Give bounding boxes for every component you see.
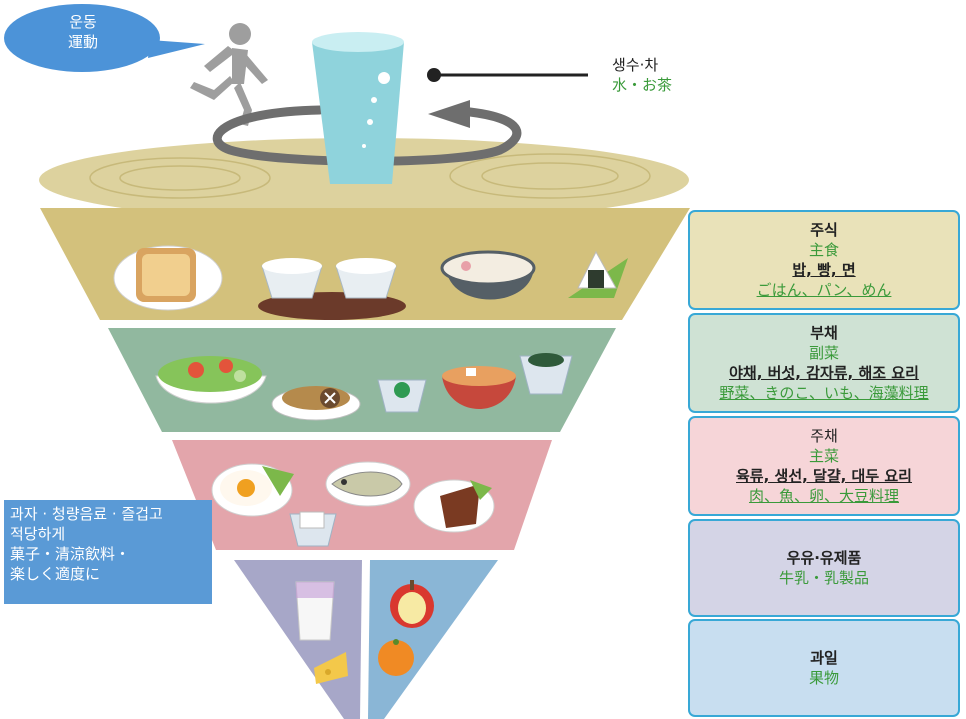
meat-dish-icon (413, 479, 495, 533)
grilled-fish-icon (325, 461, 411, 507)
seaweed-dish-icon (519, 353, 573, 395)
miso-soup-icon (442, 366, 516, 409)
category-box-staple: 주식 主食 밥, 빵, 면 ごはん、パン、めん (688, 210, 960, 310)
snacks-note: 과자 · 청량음료 · 즐겁고 적당하게 菓子・清涼飲料・ 楽しく適度に (4, 500, 212, 604)
rotation-arrowhead (428, 100, 470, 128)
category-examples-ja: ごはん、パン、めん (756, 281, 892, 299)
running-person-icon (190, 23, 268, 126)
category-box-side-dishes: 부채 副菜 야채, 버섯, 감자류, 해조 요리 野菜、きのこ、いも、海藻料理 (688, 313, 960, 413)
category-examples-ko: 밥, 빵, 면 (792, 261, 856, 279)
category-box-fruit: 과일 果物 (688, 619, 960, 717)
category-name-ja: 副菜 (808, 344, 839, 362)
water-label-ko: 생수·차 (612, 56, 659, 74)
top-disc-rings (89, 153, 651, 199)
water-pointer-line (427, 68, 588, 82)
apple-icon (390, 580, 434, 628)
tier-fruit (368, 560, 498, 719)
category-examples-ja: 野菜、きのこ、いも、海藻料理 (719, 384, 929, 402)
category-name-ko: 과일 (810, 649, 838, 667)
category-name-ja: 主食 (808, 241, 839, 259)
small-side-dish-icon (377, 379, 427, 413)
tofu-dish-icon (289, 511, 337, 547)
cheese-icon (314, 652, 348, 684)
category-name-ja: 牛乳・乳製品 (778, 569, 869, 587)
simmered-vegetables-icon (271, 386, 361, 421)
orange-icon (378, 639, 414, 676)
category-name-ko: 부채 (810, 324, 838, 342)
category-box-dairy: 우유·유제품 牛乳・乳製品 (688, 519, 960, 617)
category-box-main-dishes: 주채 主菜 육류, 생선, 달걀, 대두 요리 肉、魚、卵、大豆料理 (688, 416, 960, 516)
exercise-speech-bubble (4, 4, 205, 72)
category-examples-ko: 야채, 버섯, 감자류, 해조 요리 (729, 364, 919, 382)
rice-ball-icon (568, 250, 628, 298)
water-glass-icon (312, 32, 404, 184)
category-examples-ko: 육류, 생선, 달걀, 대두 요리 (736, 467, 912, 485)
noodle-bowl-icon (440, 250, 536, 300)
water-label-ja: 水・お茶 (612, 76, 673, 94)
salad-bowl-icon (155, 356, 267, 404)
category-name-ja: 果物 (808, 669, 839, 687)
fried-egg-plate-icon (211, 463, 294, 517)
category-name-ja: 主菜 (808, 447, 839, 465)
toast-plate-icon (113, 245, 223, 311)
category-examples-ja: 肉、魚、卵、大豆料理 (748, 487, 899, 505)
milk-glass-icon (295, 581, 335, 641)
rice-bowls-icon (258, 258, 406, 320)
water-label: 생수·차 水・お茶 (612, 55, 672, 95)
exercise-label: 운동 運動 (67, 13, 98, 51)
category-name-ko: 주식 (810, 221, 838, 239)
category-name-ko: 주채 (810, 427, 838, 445)
category-name-ko: 우유·유제품 (786, 549, 862, 567)
